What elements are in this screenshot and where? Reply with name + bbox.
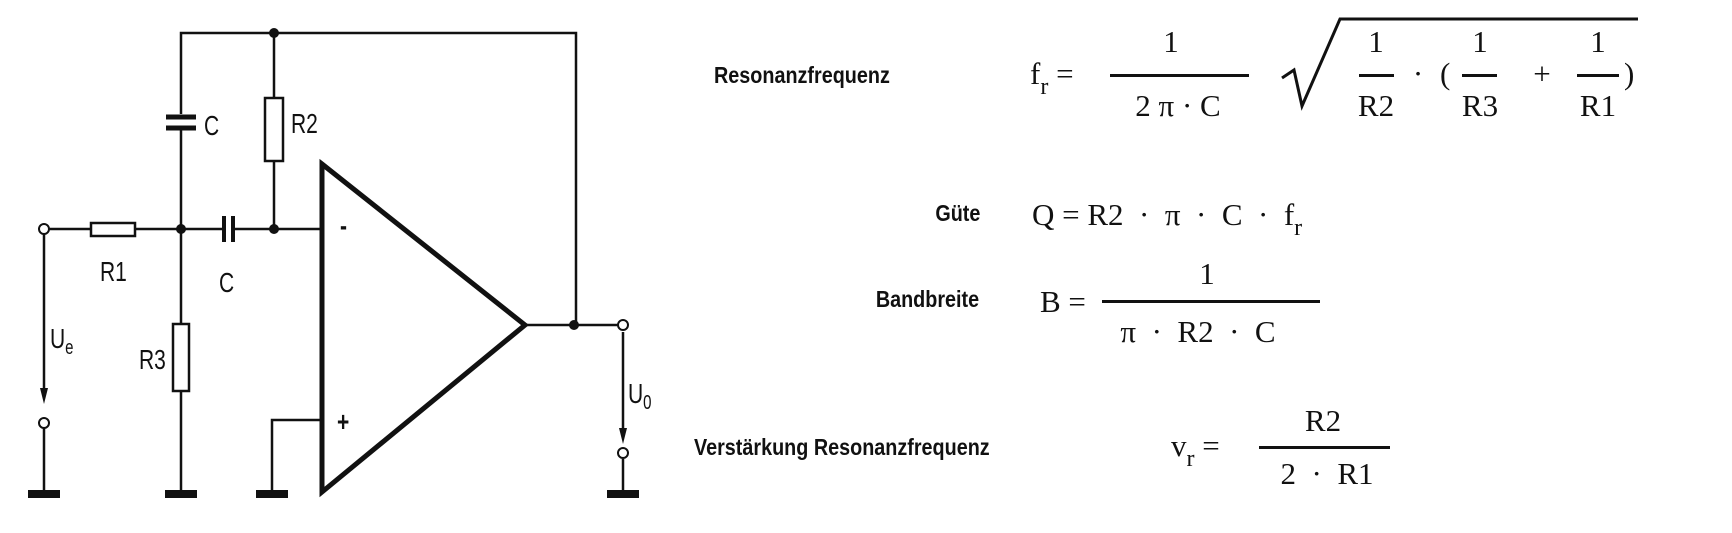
term1-denominator: R2	[1357, 88, 1395, 123]
quality-expression: Q = R2 · π · C · f	[1032, 197, 1295, 232]
fraction-bar	[1462, 74, 1497, 77]
multiply-dot: ·	[1412, 56, 1424, 91]
label-noninverting: +	[337, 406, 350, 437]
equals-sign: =	[1056, 56, 1074, 91]
fraction-bar	[1577, 74, 1619, 77]
open-paren: (	[1440, 56, 1451, 91]
gain-label: Verstärkung Resonanzfrequenz	[694, 434, 990, 460]
term3-denominator: R1	[1579, 88, 1617, 123]
square-root-icon	[1281, 17, 1638, 111]
gain-numerator: R2	[1304, 403, 1342, 438]
bandwidth-denominator: π · R2 · C	[1120, 314, 1276, 349]
label-r3: R3	[139, 344, 166, 375]
noninverting-ground-wire	[270, 418, 322, 494]
label-ua: U0	[628, 378, 652, 414]
ua-symbol: U	[628, 378, 644, 409]
resonance-lhs: fr =	[1030, 58, 1074, 99]
resonance-denominator: 2 π · C	[1135, 88, 1221, 123]
resistor-r2	[263, 96, 285, 163]
fr-symbol: f	[1030, 56, 1041, 91]
output-terminal	[617, 319, 629, 331]
voltage-arrows	[40, 388, 627, 444]
vr-subscript: r	[1186, 446, 1195, 472]
ground-symbols	[28, 490, 639, 498]
vr-symbol: v	[1171, 428, 1187, 463]
input-return-terminal	[38, 417, 50, 429]
output-return-terminal	[617, 447, 629, 459]
capacitor-top	[166, 114, 196, 131]
ground-icon	[165, 490, 197, 498]
equals-sign: =	[1202, 428, 1220, 463]
close-paren: )	[1624, 56, 1635, 91]
ue-arrow-icon	[40, 388, 48, 404]
resonance-numerator: 1	[1163, 24, 1179, 59]
fraction-bar	[1359, 74, 1394, 77]
gain-denominator: 2 · R1	[1280, 456, 1374, 491]
term1-numerator: 1	[1368, 24, 1384, 59]
ground-icon	[28, 490, 60, 498]
input-terminal	[38, 223, 50, 235]
resistor-r1	[89, 221, 137, 238]
label-ue: Ue	[50, 323, 74, 359]
ue-subscript: e	[65, 337, 74, 359]
term2-numerator: 1	[1472, 24, 1488, 59]
quality-label: Güte	[934, 200, 980, 226]
term3-numerator: 1	[1590, 24, 1606, 59]
quality-subscript: r	[1294, 215, 1303, 241]
ua-arrow-icon	[619, 428, 627, 444]
circuit-schematic	[28, 28, 639, 498]
bandwidth-lhs: B =	[1040, 284, 1086, 319]
ua-subscript: 0	[643, 392, 652, 414]
fraction-bar	[1102, 300, 1320, 303]
label-c-top: C	[204, 110, 220, 141]
resistor-r3	[171, 322, 191, 393]
plus-sign: +	[1533, 56, 1551, 91]
capacitor-mid	[222, 216, 235, 242]
ue-symbol: U	[50, 323, 66, 354]
fr-subscript: r	[1040, 74, 1049, 100]
bandwidth-numerator: 1	[1199, 256, 1215, 291]
gain-lhs: vr =	[1171, 430, 1220, 471]
bandwidth-label: Bandbreite	[875, 286, 979, 312]
ground-icon	[607, 490, 639, 498]
opamp-triangle	[319, 158, 529, 498]
label-c-mid: C	[219, 267, 235, 298]
junction-dots	[176, 28, 579, 330]
fraction-bar	[1110, 74, 1249, 77]
label-r2: R2	[291, 108, 318, 139]
label-r1: R1	[100, 256, 127, 287]
ground-icon	[256, 490, 288, 498]
term2-denominator: R3	[1461, 88, 1499, 123]
quality-formula: Q = R2 · π · C · fr	[1032, 199, 1302, 240]
resonance-label: Resonanzfrequenz	[714, 62, 890, 88]
label-inverting: -	[340, 210, 347, 241]
feedback-wire	[179, 31, 578, 494]
terminals	[38, 223, 629, 459]
fraction-bar	[1259, 446, 1390, 449]
